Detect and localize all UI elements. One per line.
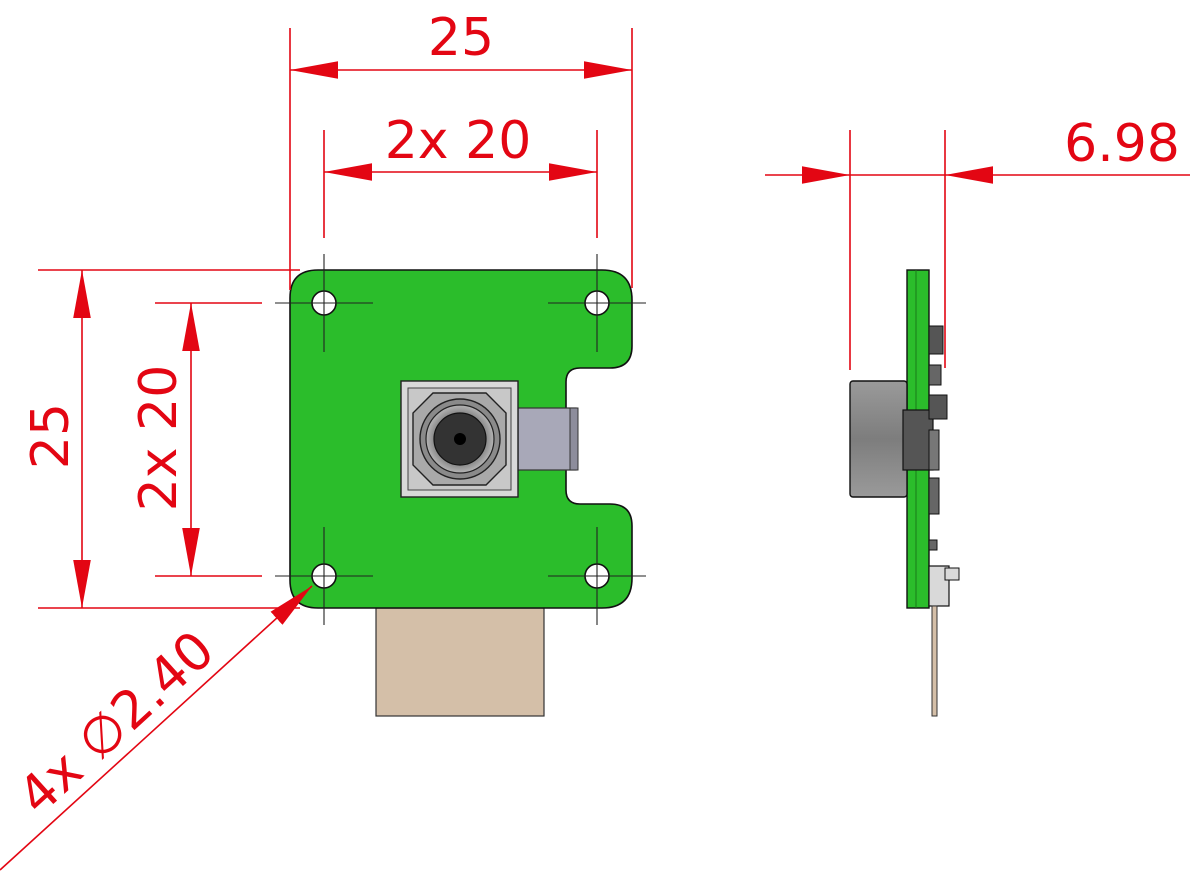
hole-center-marks bbox=[275, 254, 646, 625]
front-view: 25 2x 20 25 2x 20 4x ∅2.40 bbox=[0, 8, 646, 871]
dim-width-holes-label: 2x 20 bbox=[385, 111, 532, 171]
dim-width-holes: 2x 20 bbox=[323, 111, 598, 238]
dim-height-overall: 25 bbox=[21, 269, 300, 609]
dim-depth: 6.98 bbox=[765, 114, 1190, 370]
side-connector bbox=[928, 565, 950, 607]
side-view: 6.98 bbox=[765, 114, 1190, 717]
side-ribbon-cable bbox=[931, 605, 938, 717]
dim-height-overall-label: 25 bbox=[21, 403, 81, 469]
dim-height-holes: 2x 20 bbox=[129, 302, 262, 577]
lens-housing bbox=[400, 380, 519, 498]
flex-connector bbox=[517, 407, 577, 471]
ribbon-cable bbox=[375, 607, 545, 717]
dim-width-overall: 25 bbox=[289, 8, 633, 290]
dim-depth-label: 6.98 bbox=[1064, 114, 1180, 174]
dim-height-holes-label: 2x 20 bbox=[129, 365, 189, 512]
dim-width-overall-label: 25 bbox=[428, 8, 494, 68]
dim-hole-callout: 4x ∅2.40 bbox=[0, 585, 313, 871]
dim-hole-callout-label: 4x ∅2.40 bbox=[7, 620, 226, 827]
side-lens-body bbox=[849, 380, 908, 498]
